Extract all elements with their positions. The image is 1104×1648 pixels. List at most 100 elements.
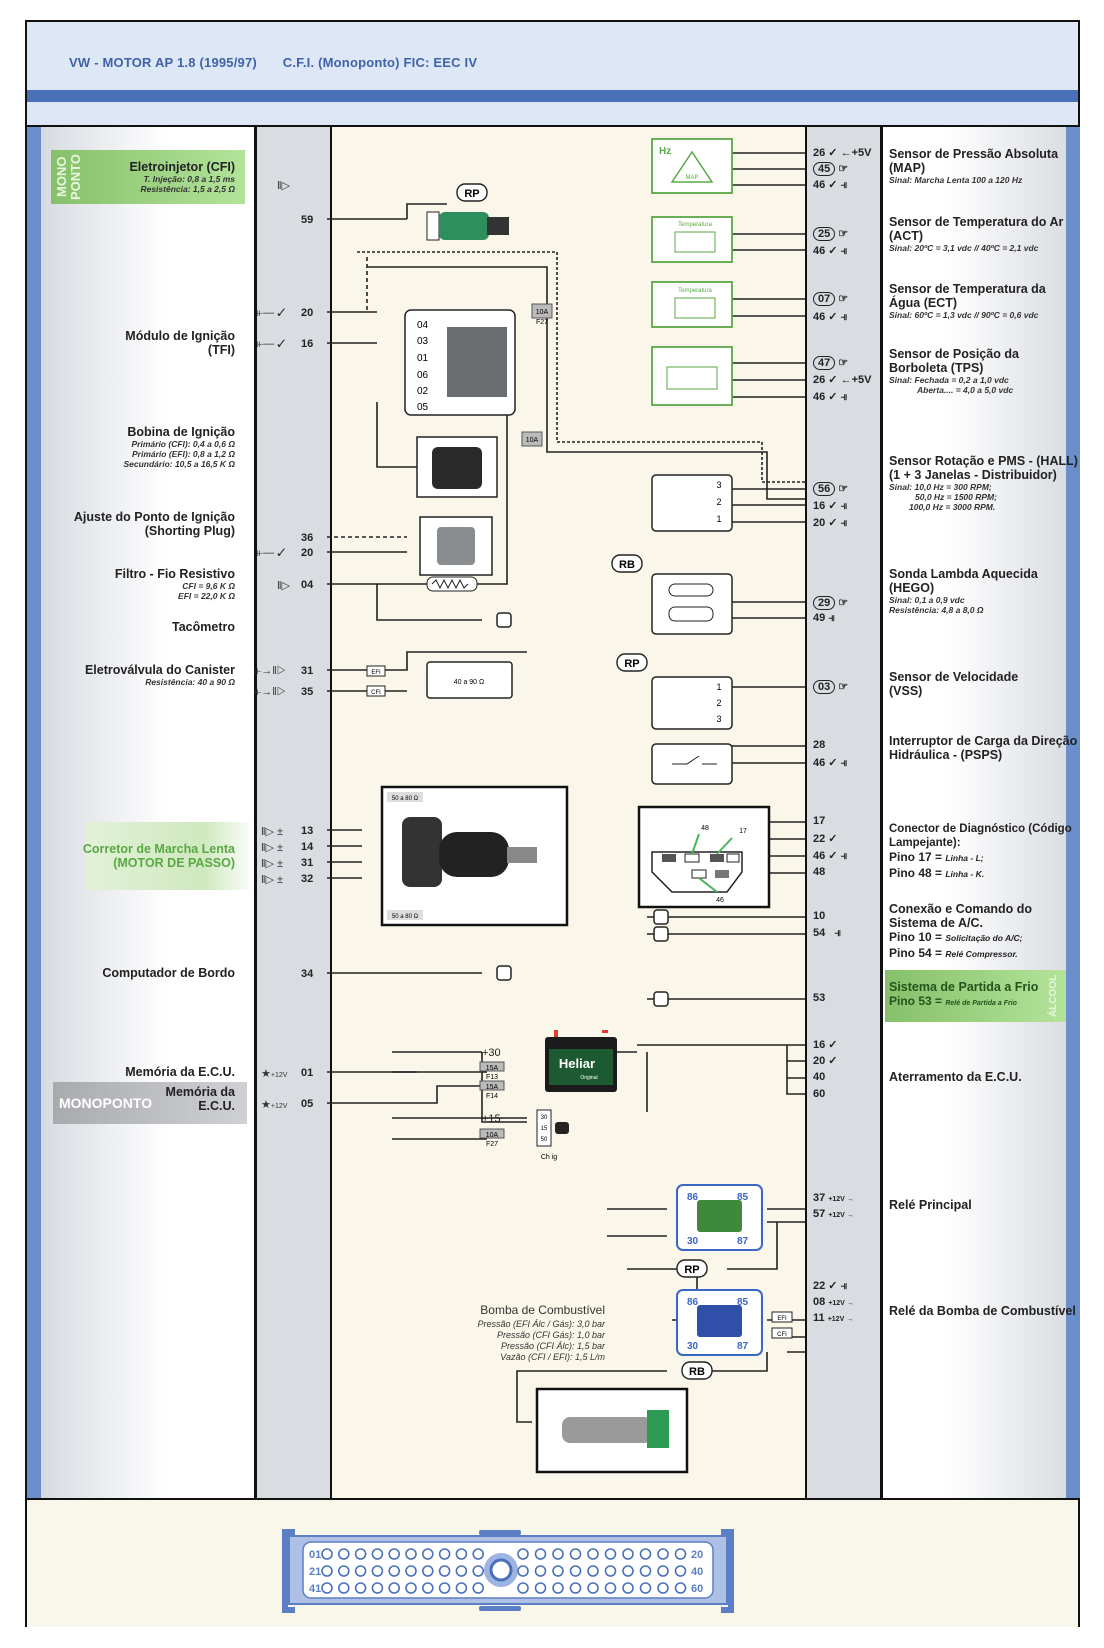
connector-pin — [552, 1582, 564, 1594]
connector-pin — [569, 1548, 582, 1560]
connector-pin — [517, 1582, 529, 1594]
mono-ponto-badge: MONO PONTO — [51, 150, 245, 204]
pin-48: 48 — [813, 866, 826, 878]
left-pin-column — [254, 127, 332, 1498]
pin-54: 54 ⫣ — [813, 927, 842, 939]
connector-pin — [674, 1565, 687, 1577]
label-tps-sensor: Sensor de Posição da Borboleta (TPS) Sin… — [889, 347, 1019, 395]
connector-row-start-label: 41 — [309, 1583, 321, 1595]
pin-47: 47 ☞ — [813, 356, 848, 370]
connector-pin — [354, 1565, 367, 1577]
label-ecu-ground: Aterramento da E.C.U. — [889, 1070, 1022, 1084]
pin-45: 45 ☞ — [813, 162, 848, 176]
connector-pin — [337, 1582, 350, 1594]
label-tacometro: Tacômetro — [172, 620, 235, 634]
pin-35: 35 — [301, 686, 314, 698]
label-diagnostic-connector: Conector de Diagnóstico (Código Lampejan… — [889, 823, 1072, 880]
stepper-symbol-icon: ‖▷ ± — [261, 858, 284, 870]
ground-check-icon: ⫦— ✓ — [257, 547, 286, 559]
header: VW - MOTOR AP 1.8 (1995/97) C.F.I. (Mono… — [27, 22, 1078, 127]
label-modulo-ignicao: Módulo de Ignição (TFI) — [125, 329, 235, 357]
output-symbol-icon: ‖▷ — [277, 580, 291, 592]
pin-03: 03 ☞ — [813, 680, 848, 694]
right-label-column — [883, 127, 1080, 1498]
pin-14: 14 — [301, 841, 314, 853]
wiring-diagram-frame: VW - MOTOR AP 1.8 (1995/97) C.F.I. (Mono… — [25, 20, 1080, 1627]
pin-01: 01 — [301, 1067, 314, 1079]
label-computador-bordo: Computador de Bordo — [102, 966, 235, 980]
label-corretor-marcha-lenta: Corretor de Marcha Lenta (MOTOR DE PASSO… — [82, 842, 235, 870]
connector-pin — [321, 1548, 333, 1560]
connector-pin — [337, 1548, 350, 1560]
pin-20b: 20 — [301, 547, 314, 559]
pin-10: 10 — [813, 910, 826, 922]
connector-row-end-label: 20 — [691, 1549, 703, 1561]
ground-output-icon: ⫦→‖▷ — [255, 686, 286, 698]
pin-60: 60 — [813, 1088, 826, 1100]
label-cold-start: Sistema de Partida a Frio Pino 53 = Relé… — [889, 980, 1039, 1008]
connector-pin — [388, 1582, 401, 1594]
pin-26: 26 ✓ ←+5V — [813, 147, 872, 159]
connector-pin — [657, 1565, 669, 1577]
ground-check-icon: ⫦— ✓ — [257, 338, 286, 350]
label-main-relay: Relé Principal — [889, 1198, 972, 1212]
memory-star-icon: ★+12V — [261, 1099, 288, 1111]
pin-46: 46 ✓ ⫣ — [813, 757, 848, 769]
connector-pin — [657, 1582, 669, 1594]
right-pin-column — [805, 127, 883, 1498]
connector-row-end-label: 60 — [691, 1583, 703, 1595]
connector-pin — [455, 1582, 468, 1594]
connector-pin — [622, 1548, 634, 1560]
connector-pin — [405, 1582, 417, 1594]
connector-pin — [455, 1565, 468, 1577]
pin-04: 04 — [301, 579, 314, 591]
connector-pin — [371, 1548, 384, 1560]
stepper-symbol-icon: ‖▷ ± — [261, 826, 284, 838]
stepper-symbol-icon: ‖▷ ± — [261, 874, 284, 886]
label-ac-system: Conexão e Comando do Sistema de A/C. Pin… — [889, 902, 1033, 960]
connector-pin — [421, 1565, 434, 1577]
pin-31: 31 — [301, 665, 314, 677]
page-title: VW - MOTOR AP 1.8 (1995/97) C.F.I. (Mono… — [69, 55, 499, 70]
pin-16: 16 — [301, 338, 314, 350]
connector-pin — [674, 1548, 687, 1560]
pin-05: 05 — [301, 1098, 314, 1110]
alcool-badge: ÁLCOOL — [1048, 974, 1059, 1018]
connector-row-end-label: 40 — [691, 1566, 703, 1578]
memory-star-icon: ★+12V — [261, 1068, 288, 1080]
pin-40: 40 — [813, 1071, 826, 1083]
pin-46: 46 ✓ ⫣ — [813, 391, 848, 403]
pin-08: 08 +12V → — [813, 1296, 854, 1308]
connector-pin — [569, 1565, 582, 1577]
pin-59: 59 — [301, 214, 314, 226]
monoponto-badge: MONOPONTO — [53, 1082, 247, 1124]
connector-pin — [337, 1565, 350, 1577]
connector-pin — [587, 1565, 599, 1577]
connector-pin — [534, 1548, 547, 1560]
label-lambda-sensor: Sonda Lambda Aquecida (HEGO) Sinal: 0,1 … — [889, 567, 1038, 615]
connector-pin — [405, 1565, 417, 1577]
connector-pin — [438, 1548, 451, 1560]
label-canister: Eletroválvula do Canister Resistência: 4… — [84, 663, 235, 687]
pin-20: 20 ✓ — [813, 1055, 838, 1067]
label-act-sensor: Sensor de Temperatura do Ar (ACT) Sinal:… — [889, 215, 1064, 253]
label-eletroinjetor: Eletroinjetor (CFI) T. Injeção: 0,8 a 1,… — [129, 160, 235, 194]
connector-pin — [604, 1565, 617, 1577]
connector-pin — [472, 1548, 485, 1560]
connector-pin — [455, 1548, 468, 1560]
connector-pin — [674, 1582, 687, 1594]
pin-46: 46 ✓ ⫣ — [813, 311, 848, 323]
pin-46: 46 ✓ ⫣ — [813, 179, 848, 191]
connector-pin — [421, 1548, 434, 1560]
connector-pin — [534, 1565, 547, 1577]
pin-29: 29 ☞ — [813, 596, 848, 610]
pin-53: 53 — [813, 992, 826, 1004]
connector-pin — [438, 1565, 451, 1577]
pin-46: 46 ✓ ⫣ — [813, 850, 848, 862]
connector-bottom-key — [479, 1606, 521, 1611]
pin-34: 34 — [301, 968, 314, 980]
cold-start-highlight: Sistema de Partida a Frio Pino 53 = Relé… — [885, 970, 1066, 1022]
pin-31b: 31 — [301, 857, 314, 869]
connector-pin — [405, 1548, 417, 1560]
connector-pin — [639, 1565, 652, 1577]
